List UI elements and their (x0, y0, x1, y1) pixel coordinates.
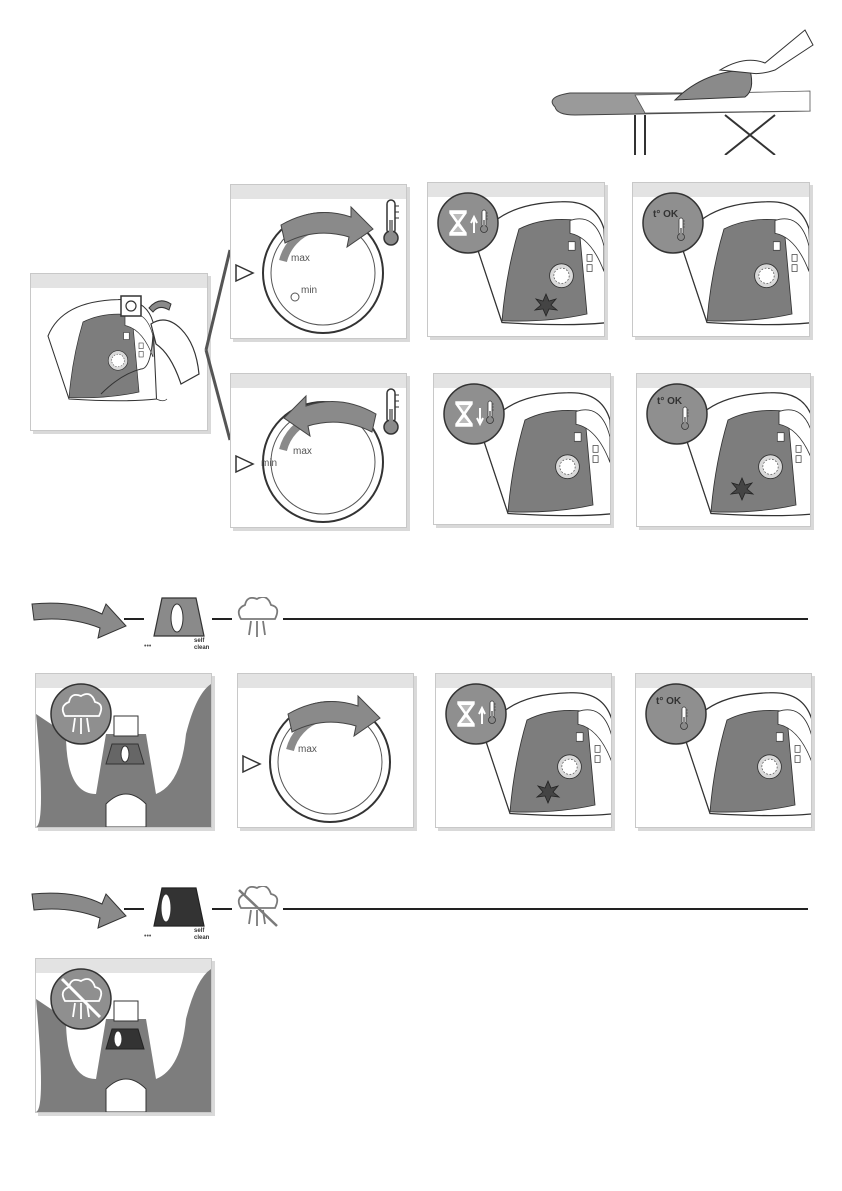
temp-ok-label: t° OK (656, 696, 682, 707)
steam-ok-panel: t° OK (635, 673, 812, 828)
heating-up-panel (427, 182, 605, 337)
arrow-right-icon (30, 882, 130, 932)
self-clean-label-2: clean (194, 645, 210, 651)
dial-min-label: min (261, 458, 277, 469)
wall-socket-icon (121, 296, 141, 316)
selector-scale: ••• (144, 933, 152, 940)
dial-increase-panel: max min (230, 184, 407, 339)
self-clean-label-2: clean (194, 935, 210, 941)
dial-min-label: min (301, 285, 317, 296)
temp-ok-panel: t° OK (632, 182, 810, 337)
self-clean-label-1: self (194, 928, 205, 934)
ironing-board-illustration (545, 15, 815, 155)
no-steam-icon (233, 886, 283, 932)
thermometer-icon (384, 389, 399, 434)
steam-selector-panel (35, 673, 212, 828)
ironing-board-icon (545, 15, 815, 155)
self-clean-label-1: self (194, 638, 205, 644)
cooling-ok-panel: t° OK (636, 373, 811, 527)
cooling-down-panel (433, 373, 611, 525)
temp-ok-label: t° OK (657, 396, 683, 407)
dial-max-label: max (293, 446, 312, 457)
connector-line (124, 908, 144, 910)
section-rule-dry (283, 908, 808, 910)
dry-selector-panel (35, 958, 212, 1113)
arrow-right-icon (30, 592, 130, 642)
section-rule-steam (283, 618, 808, 620)
connector-line (124, 618, 144, 620)
temp-ok-label: t° OK (653, 209, 679, 220)
connector-line (212, 618, 232, 620)
dial-max-label: max (298, 744, 317, 755)
thermometer-icon (384, 200, 399, 245)
dial-decrease-panel: max min (230, 373, 407, 528)
steam-cloud-icon (233, 597, 283, 643)
steam-selector-icon: ••• self clean (144, 592, 214, 654)
plug-in-panel (30, 273, 208, 431)
dry-selector-icon: ••• self clean (144, 882, 214, 944)
dial-steam-panel: max (237, 673, 414, 828)
selector-scale: ••• (144, 643, 152, 650)
steam-heating-panel (435, 673, 612, 828)
connector-line (212, 908, 232, 910)
dial-max-label: max (291, 253, 310, 264)
